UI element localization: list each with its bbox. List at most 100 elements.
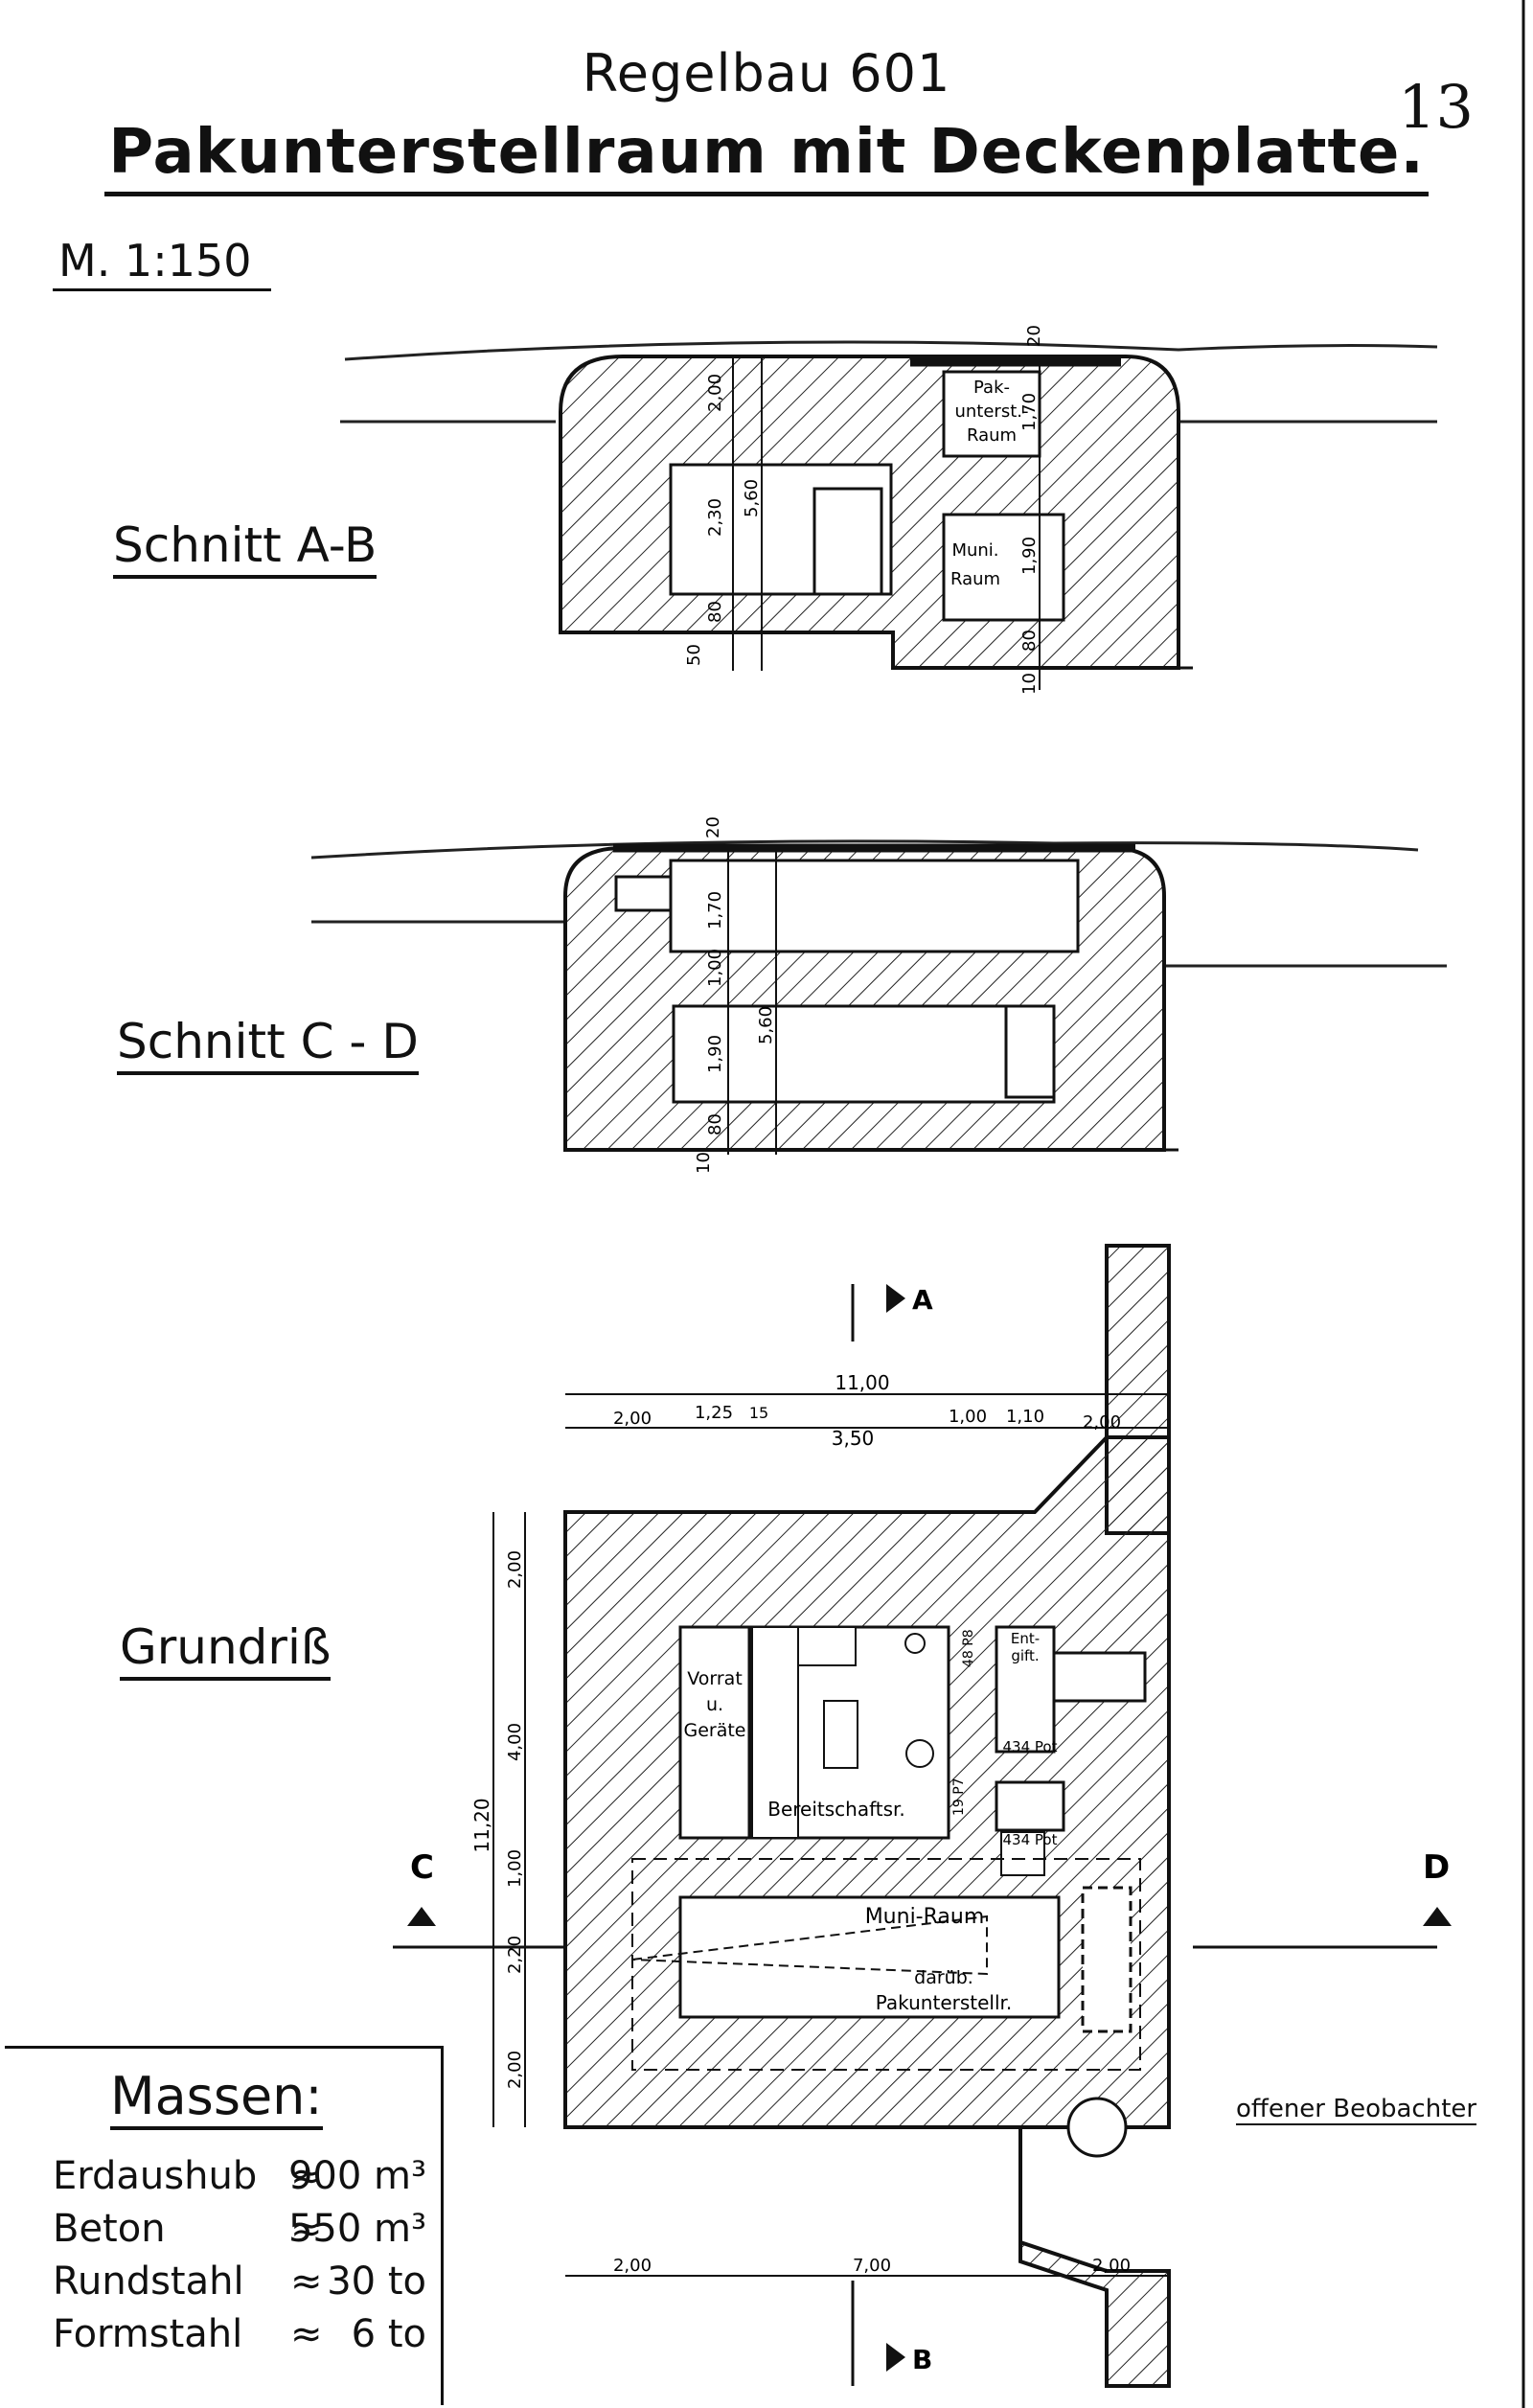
- upper-room-c-d: [669, 859, 1080, 953]
- quantities-table: Massen: Erdaushub ≈ 900 m³ Beton ≈ 550 m…: [5, 2046, 444, 2405]
- embrasure-c-d: [614, 875, 673, 912]
- plan-dim-left-4-00: 4,00: [505, 1723, 525, 1761]
- muni-room-a-b: [942, 513, 1065, 622]
- plan-room-muni: [678, 1895, 1061, 2019]
- plan-dim-top-1-10: 1,10: [1006, 1407, 1044, 1427]
- quantity-row: Erdaushub ≈ 900 m³: [53, 2154, 436, 2204]
- plan-label-entgift-2: gift.: [1011, 1647, 1039, 1664]
- plan-table: [823, 1700, 858, 1769]
- stair-block-c-d: [1004, 1004, 1056, 1099]
- plan-passage: [1000, 1831, 1045, 1876]
- plan-dim-top-3-50: 3,50: [832, 1427, 875, 1450]
- section-a-b-drawing: Pak- unterst.- Raum Muni. Raum 2,00 2,30…: [340, 325, 1438, 695]
- plan-dim-left-1-00: 1,00: [505, 1849, 525, 1888]
- dim-c-d-1-70: 1,70: [705, 891, 725, 929]
- lower-room-c-d: [672, 1004, 1056, 1104]
- plan-label-geraete: Geräte: [683, 1720, 745, 1741]
- section-a-b-label: Schnitt A-B: [113, 517, 378, 579]
- floor-plan-drawing: Vorrat u. Geräte Bereitschaftsr. Ent- gi…: [393, 1244, 1452, 2388]
- plan-door-19: 19 P7: [951, 1777, 967, 1816]
- marker-a-letter: A: [912, 1284, 933, 1316]
- drawing-title: Regelbau 601: [582, 43, 951, 103]
- marker-b-letter: B: [912, 2344, 932, 2375]
- muni-room-label-2: Raum: [950, 569, 1000, 589]
- plan-label-muni-raum: Muni-Raum: [865, 1905, 985, 1929]
- plan-airlock: [995, 1780, 1065, 1832]
- plan-dim-top-15: 15: [749, 1404, 768, 1422]
- quantity-value: 550 m³: [287, 2207, 426, 2251]
- dim-c-d-5-60: 5,60: [756, 1006, 776, 1044]
- plan-dim-bottom-2-00-right: 2,00: [1092, 2256, 1131, 2276]
- quantity-value: 900 m³: [287, 2154, 426, 2198]
- plan-door-434-a: 434 Pot: [1003, 1738, 1058, 1755]
- marker-d-letter: D: [1423, 1848, 1450, 1887]
- plan-door-48: 48 P8: [961, 1629, 976, 1667]
- plan-entrance-stairs: [1052, 1651, 1147, 1703]
- pak-room-label-3: Raum: [967, 425, 1017, 446]
- quantity-name: Erdaushub: [53, 2154, 258, 2198]
- quantity-name: Rundstahl: [53, 2259, 244, 2304]
- plan-door-434-b: 434 Pot: [1003, 1831, 1058, 1848]
- plan-dim-top-1-00: 1,00: [949, 1407, 987, 1427]
- quantity-row: Rundstahl ≈ 30 to: [53, 2259, 436, 2309]
- plan-label-bereitschaft: Bereitschaftsr.: [767, 1798, 905, 1821]
- dim-c-d-1-00: 1,00: [705, 949, 725, 987]
- dim-a-b-50: 50: [684, 644, 704, 666]
- plan-dim-top-2-00: 2,00: [613, 1409, 652, 1429]
- dim-a-b-2-00: 2,00: [705, 374, 725, 412]
- quantity-approx: ≈: [290, 2154, 323, 2198]
- dim-a-b-5-60: 5,60: [742, 479, 762, 517]
- dim-a-b-1-90: 1,90: [1019, 537, 1040, 575]
- plan-dim-left-2-20: 2,20: [505, 1936, 525, 1974]
- dim-a-b-80-right: 80: [1019, 630, 1040, 652]
- plan-label-u: u.: [706, 1694, 723, 1715]
- observer-annotation: offener Beobachter: [1236, 2095, 1477, 2125]
- plan-round-fixture: [905, 1739, 934, 1768]
- dim-a-b-20: 20: [1024, 325, 1044, 347]
- plan-dim-bottom-7-00: 7,00: [853, 2256, 891, 2276]
- plan-upper-slab-outline: [631, 1858, 1141, 2071]
- quantity-row: Beton ≈ 550 m³: [53, 2207, 436, 2257]
- pak-room-label-1: Pak-: [973, 378, 1010, 398]
- marker-a-arrow: [886, 1284, 905, 1313]
- plan-label-pakunterstell: Pakunterstellr.: [876, 1991, 1013, 2014]
- dim-a-b-2-30: 2,30: [705, 498, 725, 537]
- dim-c-d-10: 10: [694, 1152, 714, 1174]
- ground-line-top: [344, 340, 1438, 361]
- quantity-approx: ≈: [290, 2259, 323, 2304]
- plan-dim-top-1-25: 1,25: [695, 1403, 733, 1423]
- plan-dim-left-2-00-bottom: 2,00: [505, 2051, 525, 2089]
- plan-observer-post: [1066, 2097, 1128, 2158]
- pak-room-label-2: unterst.-: [954, 401, 1028, 422]
- plan-stove: [904, 1633, 926, 1654]
- plan-room-entgiftung: [995, 1625, 1056, 1754]
- marker-b-arrow: [886, 2343, 905, 2372]
- plan-dim-top-2-00-right: 2,00: [1083, 1412, 1121, 1433]
- dim-a-b-1-70: 1,70: [1019, 393, 1040, 431]
- section-c-d-label: Schnitt C - D: [117, 1014, 419, 1075]
- plan-dim-11-00: 11,00: [835, 1371, 889, 1394]
- dim-c-d-80: 80: [705, 1113, 725, 1135]
- dim-c-d-1-90: 1,90: [705, 1035, 725, 1073]
- quantity-name: Beton: [53, 2207, 166, 2251]
- scale-label: M. 1:150: [53, 235, 271, 291]
- dim-a-b-10: 10: [1019, 673, 1040, 695]
- quantity-approx: ≈: [290, 2312, 323, 2356]
- page-number: 13: [1398, 72, 1474, 142]
- plan-dim-bottom-2-00: 2,00: [613, 2256, 652, 2276]
- section-c-d-drawing: 1,70 1,90 5,60 1,00 80 10 20: [310, 816, 1447, 1174]
- stair-block-a-b: [812, 487, 883, 596]
- plan-room-vorrat: [678, 1625, 751, 1840]
- dim-a-b-80: 80: [705, 601, 725, 623]
- plan-dim-left-11-20: 11,20: [470, 1798, 493, 1852]
- plan-gun-outline: [631, 1915, 988, 1976]
- marker-c-arrow: [407, 1907, 436, 1926]
- quantity-row: Formstahl ≈ 6 to: [53, 2312, 436, 2362]
- muni-room-label-1: Muni.: [951, 540, 998, 561]
- plan-bunk-left: [751, 1626, 799, 1839]
- quantities-title: Massen:: [110, 2066, 323, 2130]
- drawing-subtitle-text: Pakunterstellraum mit Deckenplatte.: [104, 117, 1429, 196]
- plan-label-darueb: darüb.: [914, 1967, 973, 1988]
- dim-c-d-20: 20: [703, 816, 723, 838]
- marker-c-letter: C: [410, 1848, 434, 1887]
